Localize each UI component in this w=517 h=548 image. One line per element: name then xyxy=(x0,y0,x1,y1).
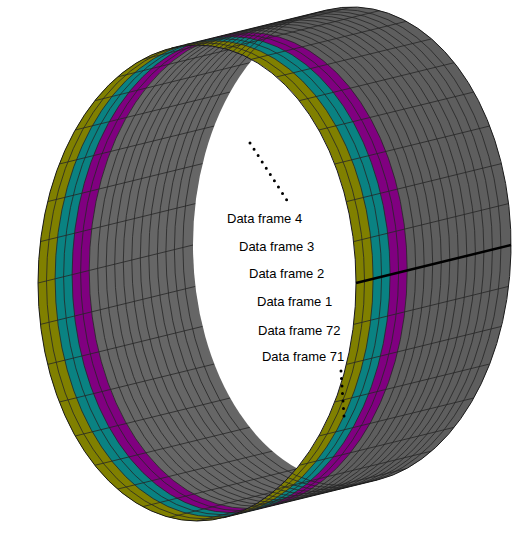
frame-label: Data frame 1 xyxy=(256,294,333,309)
interior-wall xyxy=(38,7,511,521)
seam-line xyxy=(356,245,511,283)
frame-label: Data frame 72 xyxy=(257,323,341,338)
frame-label: Data frame 71 xyxy=(261,349,345,364)
frame-label: Data frame 3 xyxy=(238,239,315,254)
cylinder-outline xyxy=(38,7,511,521)
frame-label: Data frame 2 xyxy=(248,266,325,281)
frame-label: Data frame 4 xyxy=(226,211,303,226)
